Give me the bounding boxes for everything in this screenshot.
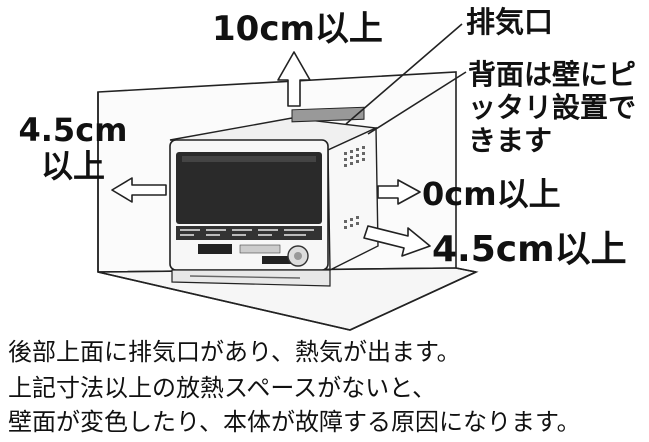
window-glare [182, 156, 316, 162]
up-arrow-icon [277, 51, 311, 107]
note-line: 後部上面に排気口があり、熱気が出ます。 [8, 338, 461, 366]
control-strip [176, 226, 322, 240]
exhaust-label: 排気口 [466, 5, 554, 39]
front-clearance-label: 4.5cm以上 [432, 229, 627, 270]
exhaust-vent [291, 106, 365, 123]
microwave-oven [169, 106, 379, 287]
note-line: 上記寸法以上の放熱スペースがないと、 [8, 374, 437, 402]
display-panel [198, 244, 232, 254]
right-arrow-icon [377, 179, 421, 205]
top-clearance-label: 10cm以上 [212, 9, 383, 49]
back-wall-leader-line [367, 71, 467, 135]
left-clearance-label: 4.5cm以上 [18, 111, 128, 185]
left-arrow-icon [111, 177, 167, 203]
display-right [262, 256, 292, 264]
front-arrow-icon [363, 225, 431, 257]
control-text-marks [180, 229, 314, 236]
right-clearance-label: 0cm以上 [422, 175, 561, 213]
oven-side [327, 126, 379, 272]
exhaust-leader-line [345, 23, 463, 125]
back-wall-label: 背面は壁にピッタリ設置できます [468, 58, 637, 157]
button-row [239, 244, 281, 254]
door-window [176, 152, 322, 224]
side-vent-grille [344, 146, 365, 229]
note-line: 壁面が変色したり、本体が故障する原因になります。 [8, 408, 581, 436]
drawer-base [171, 269, 331, 287]
